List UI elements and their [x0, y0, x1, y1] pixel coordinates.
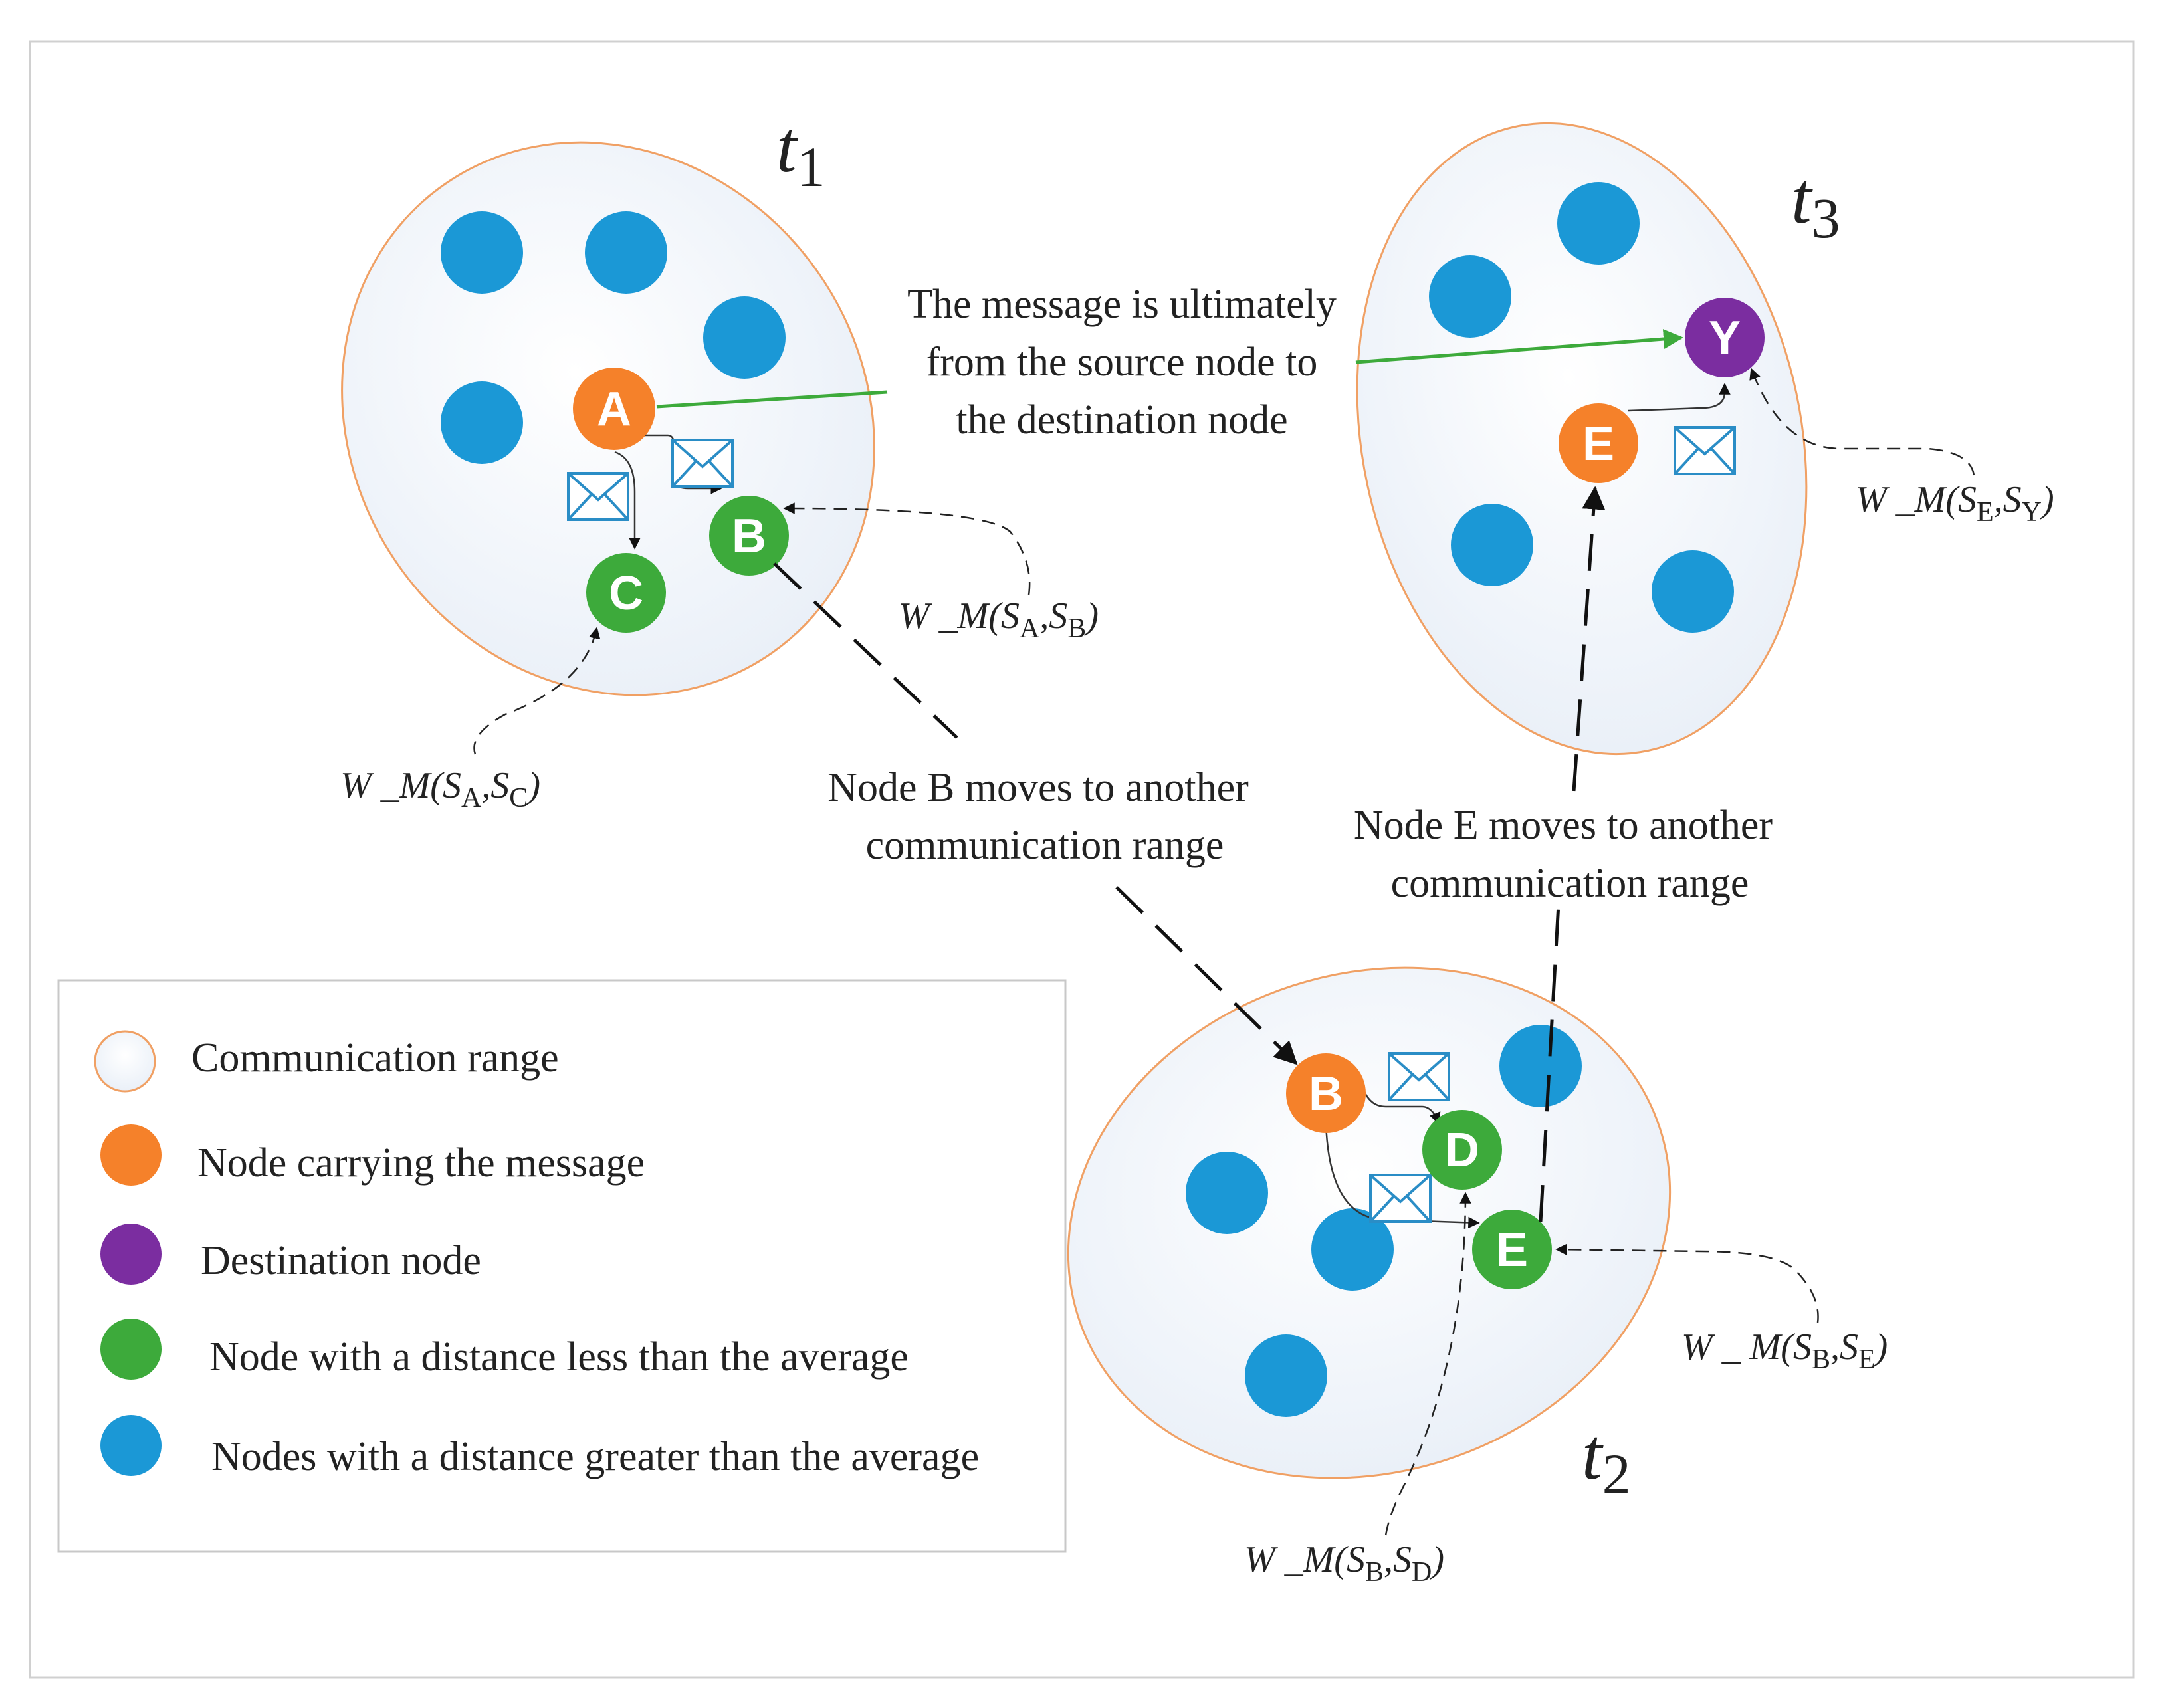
- caption-move-b: Node B moves to another communication ra…: [827, 765, 1249, 868]
- node-c: C: [586, 553, 666, 633]
- weight-label-ac: W _M(SA,SC): [340, 765, 540, 813]
- time-label-t3: t3: [1791, 158, 1840, 250]
- far-node: [703, 296, 786, 379]
- weight-label-ey: W _M(SE,SY): [1856, 479, 2054, 528]
- far-node: [1499, 1025, 1582, 1107]
- far-nodes: [441, 182, 1734, 1417]
- weight-label-ab: W _M(SA,SB): [899, 595, 1099, 644]
- time-label-t1: t1: [776, 106, 825, 199]
- svg-text:from the source node to: from the source node to: [926, 340, 1318, 385]
- svg-text:Node with a distance less than: Node with a distance less than the avera…: [209, 1334, 909, 1380]
- far-node: [1311, 1208, 1394, 1291]
- legend-swatch-destination: [100, 1224, 162, 1285]
- svg-text:Communication range: Communication range: [191, 1035, 559, 1081]
- svg-text:B: B: [732, 510, 766, 563]
- svg-text:The message is ultimately: The message is ultimately: [907, 282, 1337, 327]
- envelope-icon: [1674, 426, 1736, 475]
- node-e-t2: E: [1472, 1210, 1552, 1289]
- handoff-e-to-y: [1628, 383, 1731, 412]
- node-b-t2: B: [1286, 1053, 1366, 1133]
- weight-callout-bd: [1384, 1192, 1471, 1536]
- svg-text:Node carrying the message: Node carrying the message: [197, 1140, 645, 1186]
- node-e-t3: E: [1559, 403, 1638, 483]
- handoff-a-to-c: [614, 451, 641, 550]
- svg-text:communication range: communication range: [1391, 861, 1749, 906]
- svg-text:E: E: [1582, 417, 1614, 471]
- far-node: [1245, 1334, 1327, 1417]
- envelope-icon: [671, 439, 734, 488]
- time-label-t2: t2: [1582, 1414, 1631, 1506]
- svg-text:E: E: [1496, 1224, 1528, 1277]
- svg-text:A: A: [597, 383, 631, 436]
- legend-swatch-range: [94, 1030, 156, 1093]
- message-route-line: [656, 390, 888, 409]
- legend-item-far: Nodes with a distance greater than the a…: [100, 1415, 979, 1479]
- svg-text:B: B: [1309, 1067, 1343, 1121]
- node-d: D: [1422, 1110, 1502, 1190]
- far-node: [441, 381, 523, 464]
- svg-text:the destination node: the destination node: [956, 397, 1287, 443]
- move-b-path-lower: [1115, 886, 1298, 1065]
- envelope-icon: [567, 472, 629, 521]
- weight-callout-ab: [783, 502, 1031, 595]
- weight-label-be: W _ M(SB,SE): [1681, 1327, 1888, 1375]
- svg-text:Destination node: Destination node: [201, 1238, 481, 1283]
- far-node: [1451, 504, 1533, 586]
- caption-message: The message is ultimately from the sourc…: [907, 282, 1337, 443]
- legend: Communication range Node carrying the me…: [57, 979, 1067, 1553]
- far-node: [441, 211, 523, 294]
- far-node: [1186, 1152, 1268, 1234]
- svg-text:communication range: communication range: [866, 823, 1224, 868]
- move-b-path-upper: [773, 562, 958, 739]
- legend-swatch-far: [100, 1415, 162, 1476]
- weight-callout-ey: [1749, 368, 1975, 476]
- weight-label-bd: W _M(SB,SD): [1244, 1539, 1444, 1588]
- caption-move-e: Node E moves to another communication ra…: [1354, 803, 1773, 906]
- node-y: Y: [1685, 298, 1765, 377]
- node-a: A: [573, 368, 655, 450]
- far-node: [1429, 255, 1511, 338]
- svg-text:Node E moves to another: Node E moves to another: [1354, 803, 1773, 848]
- svg-text:Y: Y: [1709, 312, 1741, 365]
- svg-text:Node B moves to another: Node B moves to another: [827, 765, 1249, 810]
- figure-frame: [29, 40, 2135, 1679]
- legend-swatch-near: [100, 1319, 162, 1380]
- legend-box: [57, 979, 1067, 1553]
- weight-callout-ac: [473, 627, 601, 755]
- svg-text:Nodes with a distance greater: Nodes with a distance greater than the a…: [211, 1434, 979, 1479]
- handoff-b-to-d: [1361, 1086, 1441, 1124]
- legend-item-range: Communication range: [94, 1030, 559, 1093]
- far-node: [1557, 182, 1640, 265]
- far-node: [585, 211, 667, 294]
- svg-text:C: C: [609, 567, 643, 620]
- message-route-arrow: [1355, 329, 1683, 364]
- move-e-path-upper: [1572, 486, 1606, 792]
- legend-item-destination: Destination node: [100, 1224, 481, 1285]
- far-node: [1652, 550, 1734, 633]
- svg-text:D: D: [1445, 1124, 1479, 1177]
- legend-item-carrier: Node carrying the message: [100, 1124, 645, 1186]
- node-b-t1: B: [709, 496, 789, 576]
- envelope-icon: [1388, 1052, 1450, 1101]
- legend-item-near: Node with a distance less than the avera…: [100, 1319, 909, 1380]
- envelope-icon: [1369, 1174, 1432, 1223]
- legend-swatch-carrier: [100, 1124, 162, 1186]
- weight-callout-be: [1555, 1243, 1819, 1323]
